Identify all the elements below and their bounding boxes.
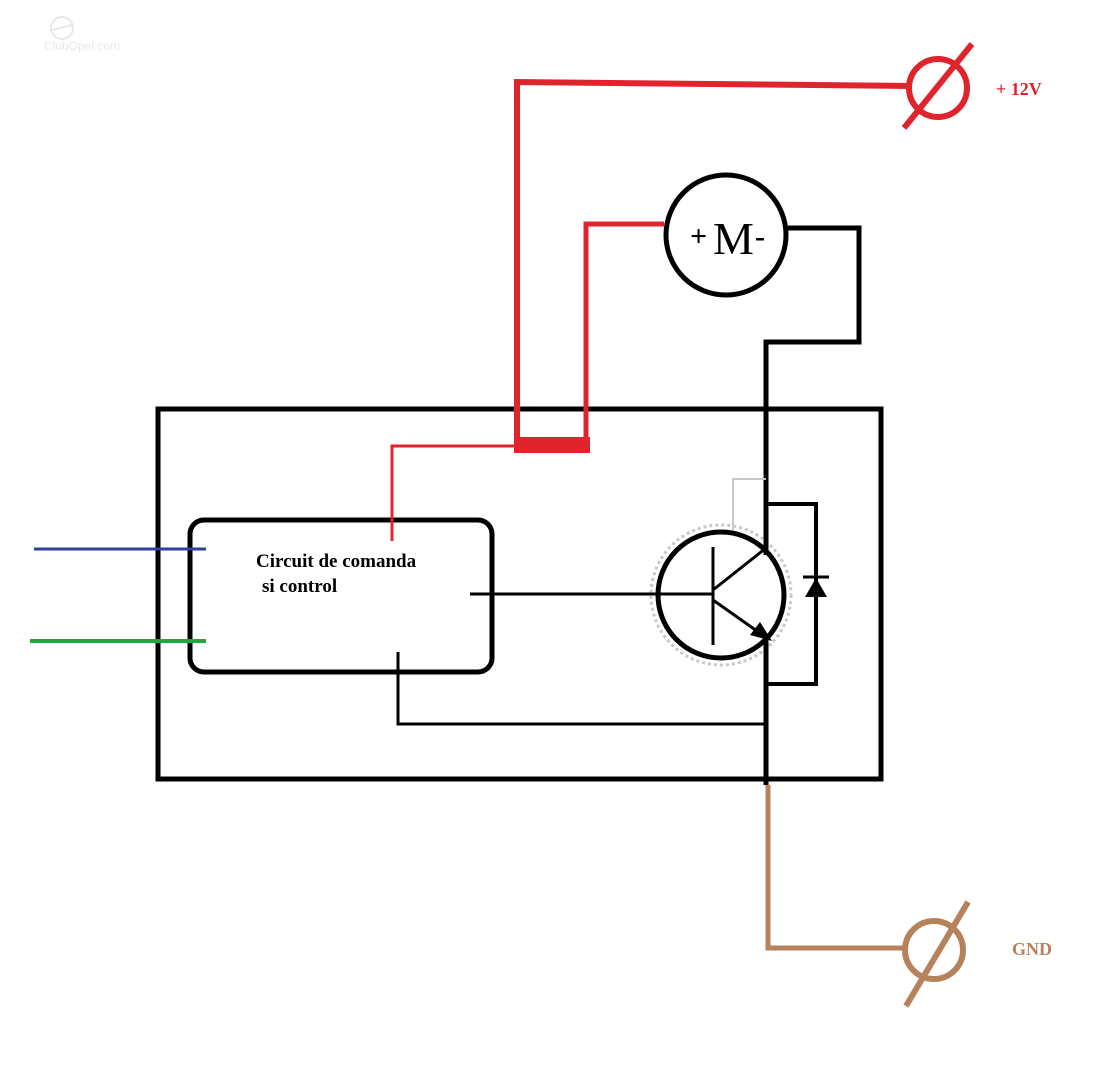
motor-letter: M: [713, 213, 754, 264]
watermark: ClubOpel.com: [44, 16, 120, 53]
control-block-label-line1: Circuit de comanda: [256, 551, 417, 572]
motor-negative-wire: [763, 225, 862, 505]
control-ground-wire: [396, 652, 766, 726]
supply-wire: [514, 78, 911, 448]
motor-symbol: + M -: [663, 172, 789, 298]
ground-terminal: [902, 900, 971, 1008]
emitter-arrow-icon: [750, 622, 772, 641]
ground-terminal-label: GND: [1012, 939, 1052, 959]
supply-terminal-icon: [906, 56, 970, 120]
ground-wire: [765, 785, 904, 951]
watermark-logo-icon: [50, 16, 74, 40]
transistor-collector-leg: [712, 546, 767, 592]
supply-terminal: [901, 42, 975, 130]
control-supply-wire: [390, 444, 514, 541]
control-block-label-line2: si control: [262, 576, 337, 597]
motor-icon: [663, 172, 789, 298]
supply-terminal-label: + 12V: [996, 79, 1042, 99]
transistor-ring: [649, 523, 793, 667]
watermark-text: ClubOpel.com: [44, 39, 120, 53]
motor-minus-label: -: [755, 220, 765, 253]
diode-icon: [803, 575, 829, 597]
transistor: [649, 478, 793, 667]
control-block: [187, 517, 495, 675]
ground-terminal-icon: [902, 918, 966, 982]
motor-plus-label: +: [690, 220, 707, 253]
motor-positive-wire: [583, 221, 664, 448]
internal-bus-bar: [514, 437, 590, 453]
